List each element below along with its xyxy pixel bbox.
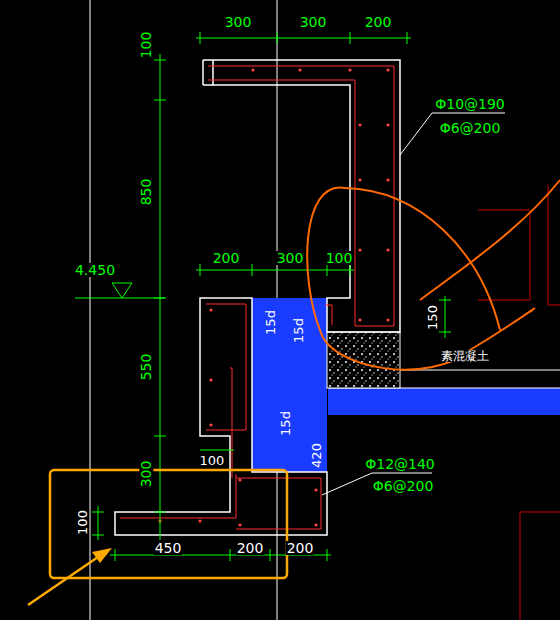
anchor-length: 15d (291, 317, 304, 344)
rebar-callout: Φ6@200 (439, 121, 502, 135)
material-note: 素混凝土 (440, 350, 490, 362)
rebar-callout: Φ6@200 (372, 479, 435, 493)
dimension: 200 (364, 15, 393, 29)
dimension: 450 (154, 541, 183, 555)
dimension: 150 (425, 304, 438, 331)
dimension: 100 (139, 31, 153, 60)
anchor-length: 15d (263, 309, 276, 336)
rebar-callout: Φ10@190 (434, 97, 506, 111)
dimension: 420 (309, 442, 322, 469)
dimension: 300 (299, 15, 328, 29)
dimension: 200 (286, 541, 315, 555)
dimension: 200 (212, 251, 241, 265)
dimension: 100 (325, 251, 354, 265)
dimension: 300 (139, 460, 153, 489)
dimension: 550 (139, 353, 153, 382)
elevation-mark: 4.450 (74, 263, 116, 277)
dimension: 100 (199, 454, 226, 467)
anchor-length: 15d (278, 410, 291, 437)
dimension: 300 (224, 15, 253, 29)
dimension: 200 (236, 541, 265, 555)
dimension: 100 (75, 509, 88, 536)
dimension: 850 (139, 178, 153, 207)
dimension: 300 (276, 251, 305, 265)
rebar-callout: Φ12@140 (364, 457, 436, 471)
